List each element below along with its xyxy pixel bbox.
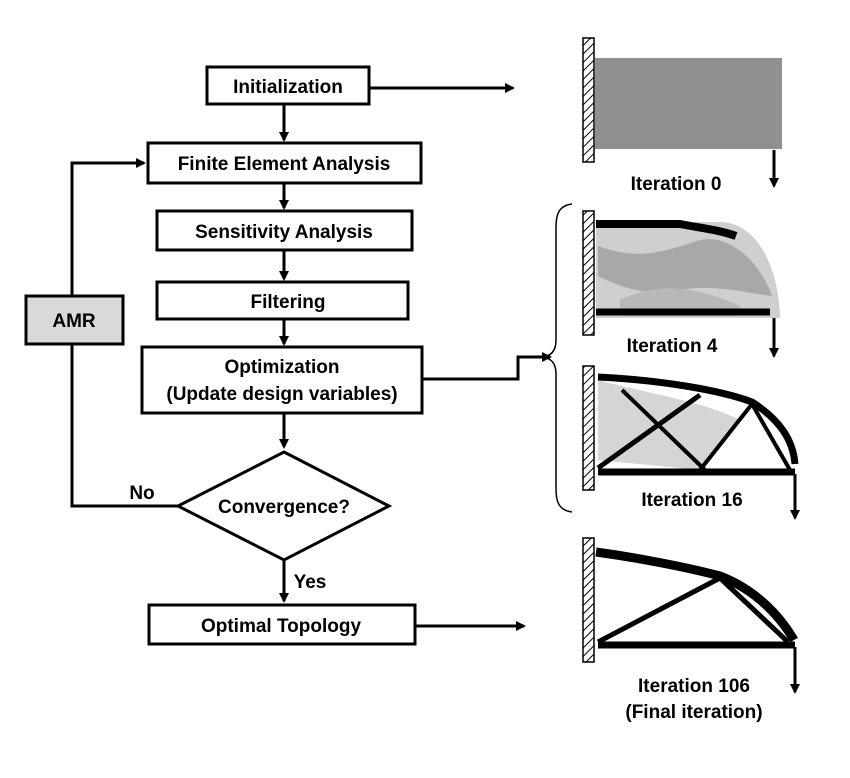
fixed-support-wall [582, 210, 595, 336]
final-iteration-label: (Final iteration) [625, 702, 762, 723]
fea-label: Finite Element Analysis [178, 154, 391, 175]
top-arch-member [595, 547, 798, 643]
optimization-step: Optimization (Update design variables) [140, 345, 424, 415]
diagonal-member [750, 403, 792, 471]
arrow-amr-to-fea [70, 158, 146, 296]
optimal-label: Optimal Topology [201, 616, 362, 637]
convergence-label: Convergence? [218, 497, 350, 518]
convergence-decision: Convergence? [174, 450, 393, 562]
arrow-optimization-to-iterations [422, 352, 552, 381]
optimal-topology-step: Optimal Topology [147, 603, 417, 646]
filtering-label: Filtering [251, 292, 326, 313]
initialization-label: Initialization [233, 77, 343, 98]
sensitivity-step: Sensitivity Analysis [155, 209, 414, 252]
iteration-16-label: Iteration 16 [641, 490, 742, 511]
yes-label: Yes [294, 572, 327, 593]
grouping-brace [539, 203, 573, 513]
top-arch-member [597, 373, 799, 465]
diagonal-member [698, 402, 754, 472]
no-label: No [129, 483, 154, 504]
iteration-16-panel: Iteration 16 [582, 365, 800, 520]
top-member [596, 220, 738, 240]
iteration-0-panel: Iteration 0 [582, 37, 782, 195]
diagonal-member [596, 392, 702, 471]
optimization-label: Optimization [224, 357, 339, 378]
density-region [598, 239, 772, 296]
diagonal-member [596, 575, 722, 645]
diagonal-member [718, 576, 790, 644]
arrow-convergence-no-to-amr [70, 345, 178, 508]
iteration-0-label: Iteration 0 [631, 174, 722, 195]
fixed-support-wall [582, 537, 595, 663]
iteration-106-panel: Iteration 106 (Final iteration) [582, 537, 800, 723]
fixed-support-wall [582, 37, 595, 163]
fea-step: Finite Element Analysis [146, 141, 423, 185]
fixed-support-wall [582, 365, 595, 491]
optimization-sublabel: (Update design variables) [166, 384, 397, 405]
initialization-step: Initialization [205, 65, 371, 106]
diagonal-member [620, 388, 707, 472]
initial-design-domain [595, 58, 782, 149]
iteration-106-label: Iteration 106 [638, 676, 750, 697]
iteration-4-label: Iteration 4 [627, 336, 718, 357]
filtering-step: Filtering [155, 280, 410, 321]
sensitivity-label: Sensitivity Analysis [195, 222, 373, 243]
flow-connectors [70, 83, 552, 631]
amr-label: AMR [52, 311, 96, 332]
iteration-4-panel: Iteration 4 [582, 210, 780, 358]
amr-step: AMR [24, 294, 125, 346]
